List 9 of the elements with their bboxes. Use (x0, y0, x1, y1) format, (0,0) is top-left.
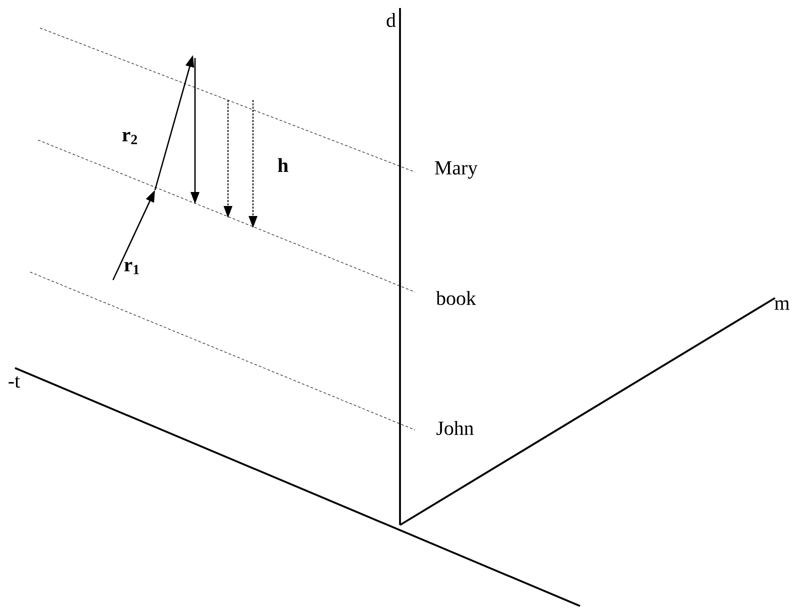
vector-label: r$_{2}$ (122, 132, 137, 144)
vector-label: h (278, 158, 288, 172)
line-label: book (436, 290, 476, 306)
line-label: John (436, 420, 474, 436)
line-label: Mary (434, 161, 478, 179)
axis-label: -t (8, 376, 20, 388)
vector-label: r$_{1}$ (124, 262, 139, 274)
axis-label: m (774, 300, 790, 310)
axis-label: d (386, 12, 396, 28)
